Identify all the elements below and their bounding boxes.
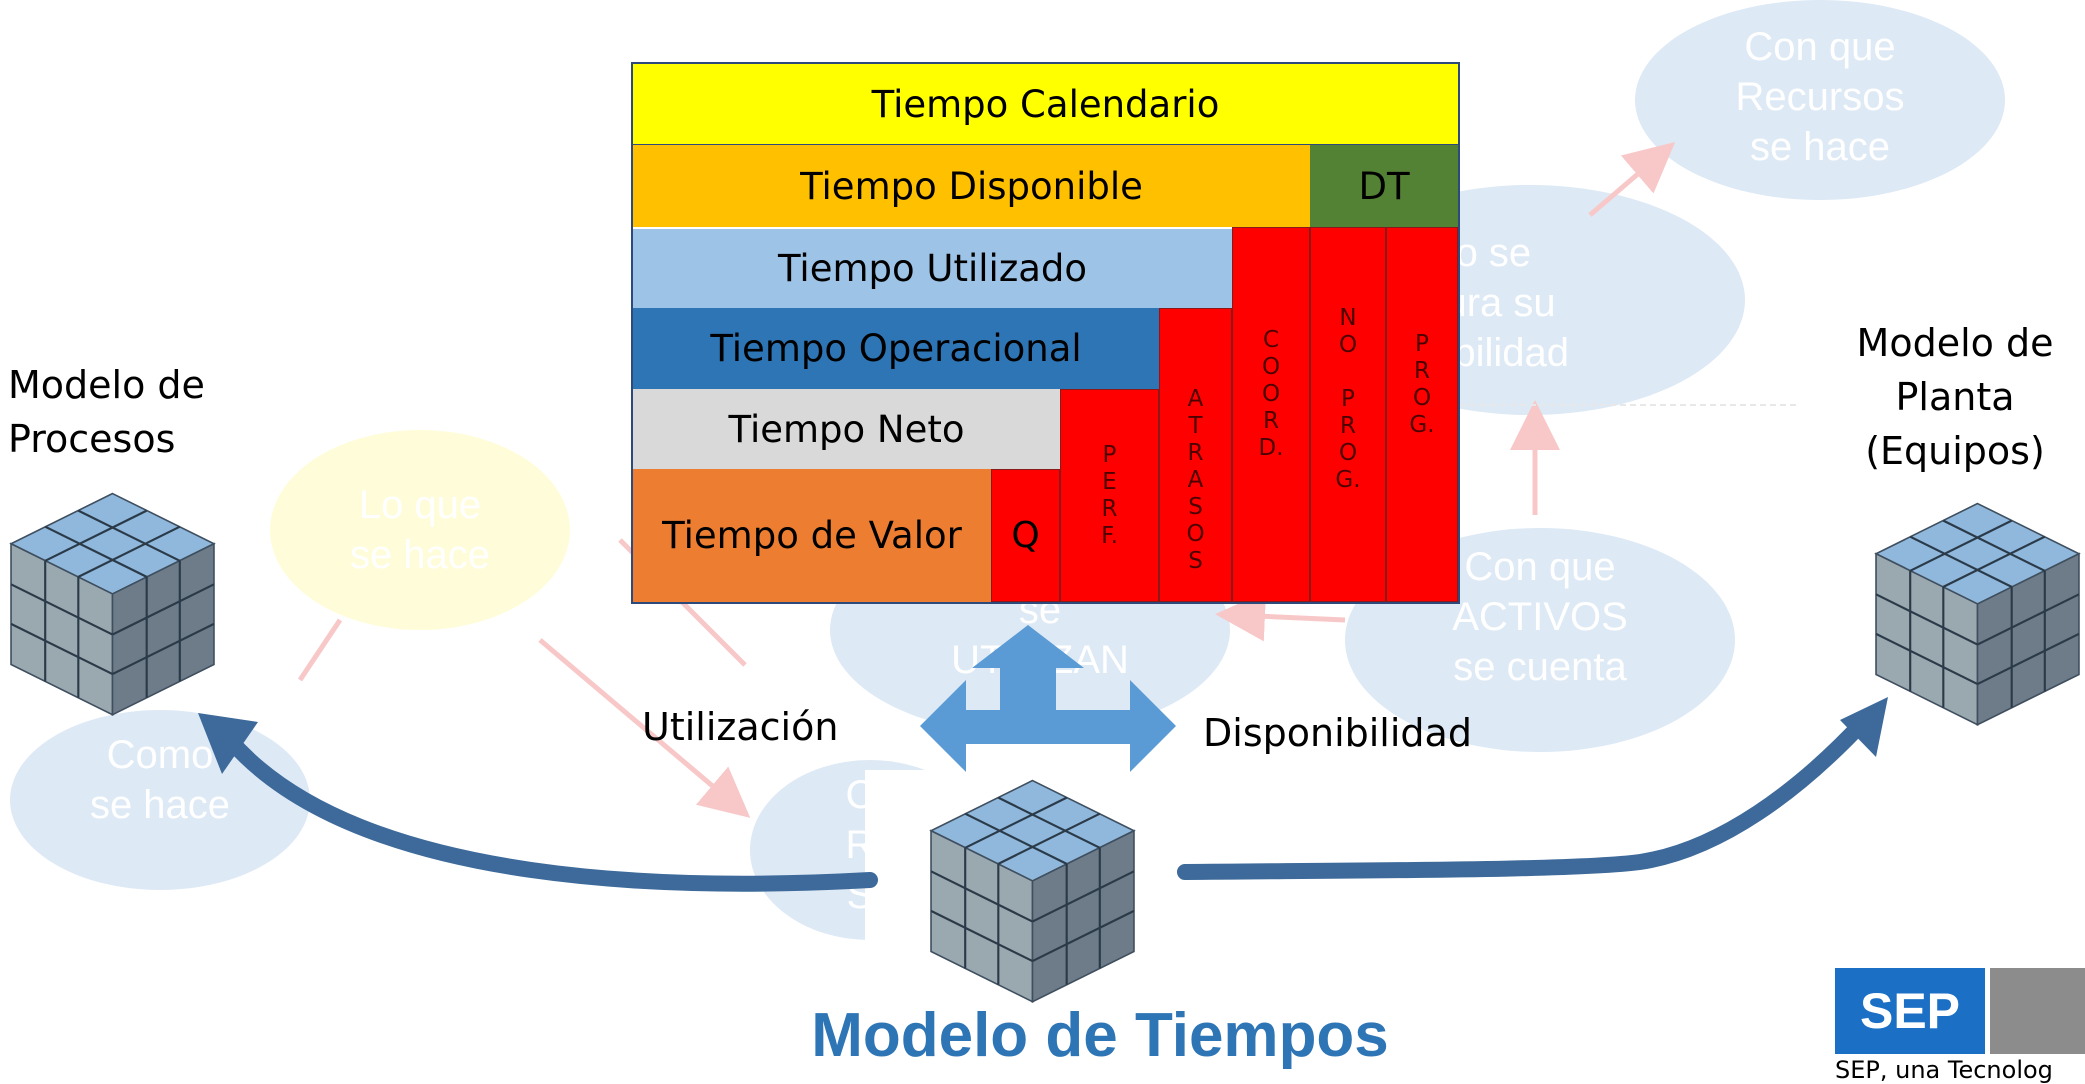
bubble-lo-que xyxy=(270,430,570,630)
arrow-to-planta-head xyxy=(1840,697,1888,757)
cell-coord-label: C O O R D. xyxy=(1258,327,1284,461)
cell-tiempo-de-valor: Tiempo de Valor xyxy=(633,469,991,602)
connector xyxy=(1215,591,1346,642)
sep-logo: SEP SEP, una Tecnolog xyxy=(1835,968,2085,1084)
connector xyxy=(297,618,343,682)
cell-tiempo-calendario: Tiempo Calendario xyxy=(633,64,1458,145)
bubble-text-activos: Con que ACTIVOS se cuenta xyxy=(1452,545,1628,689)
cell-perf: P E R F. xyxy=(1060,389,1159,602)
cell-q-label: Q xyxy=(1011,515,1040,556)
sep-tagline: SEP, una Tecnolog xyxy=(1835,1056,2053,1084)
cube-tiempos-icon xyxy=(929,779,1136,1003)
arrow-to-planta xyxy=(1177,712,1873,880)
arrow-to-procesos xyxy=(222,732,878,892)
cell-tiempo-operacional: Tiempo Operacional xyxy=(633,308,1159,389)
cell-dt: DT xyxy=(1310,145,1458,227)
cross-arrow xyxy=(920,625,1176,772)
cell-tiempo-neto: Tiempo Neto xyxy=(633,389,1060,469)
label-modelo-planta: Modelo de Planta (Equipos) xyxy=(1856,321,2054,473)
cell-prog: P R O G. xyxy=(1386,227,1458,602)
cube-procesos-icon xyxy=(9,492,216,716)
cell-coord: C O O R D. xyxy=(1232,227,1310,602)
cell-perf-label: P E R F. xyxy=(1101,441,1118,549)
sep-logo-gray xyxy=(1990,968,2085,1054)
time-model-table: Tiempo Calendario Tiempo Disponible DT T… xyxy=(631,62,1460,604)
arrow-to-procesos-head xyxy=(198,713,258,774)
bubble-recursos xyxy=(1635,0,2005,200)
bubble-text-lo-que: Lo que se hace xyxy=(349,483,491,577)
connector xyxy=(1588,141,1676,217)
cell-prog-label: P R O G. xyxy=(1409,330,1435,438)
cell-q: Q xyxy=(991,469,1060,602)
connector xyxy=(538,638,751,818)
bubble-text-recursos: Con que Recursos se hace xyxy=(1735,25,1905,169)
label-disponibilidad: Disponibilidad xyxy=(1203,711,1472,755)
page-title: Modelo de Tiempos xyxy=(811,1001,1389,1070)
label-modelo-procesos: Modelo de Procesos xyxy=(8,363,205,461)
label-utilizacion: Utilización xyxy=(642,705,839,749)
sep-logo-box: SEP xyxy=(1835,968,1985,1054)
cell-no-prog-label: N O P R O G. xyxy=(1335,305,1361,493)
cube-planta-icon xyxy=(1874,502,2081,726)
bubble-text-como: Como se hace xyxy=(89,733,231,827)
cell-tiempo-utilizado: Tiempo Utilizado xyxy=(633,227,1232,308)
cell-atrasos-label: A T R A S O S xyxy=(1186,385,1205,574)
cell-tiempo-disponible: Tiempo Disponible xyxy=(633,145,1310,227)
cell-atrasos: A T R A S O S xyxy=(1159,308,1232,602)
cell-no-prog: N O P R O G. xyxy=(1310,227,1386,602)
